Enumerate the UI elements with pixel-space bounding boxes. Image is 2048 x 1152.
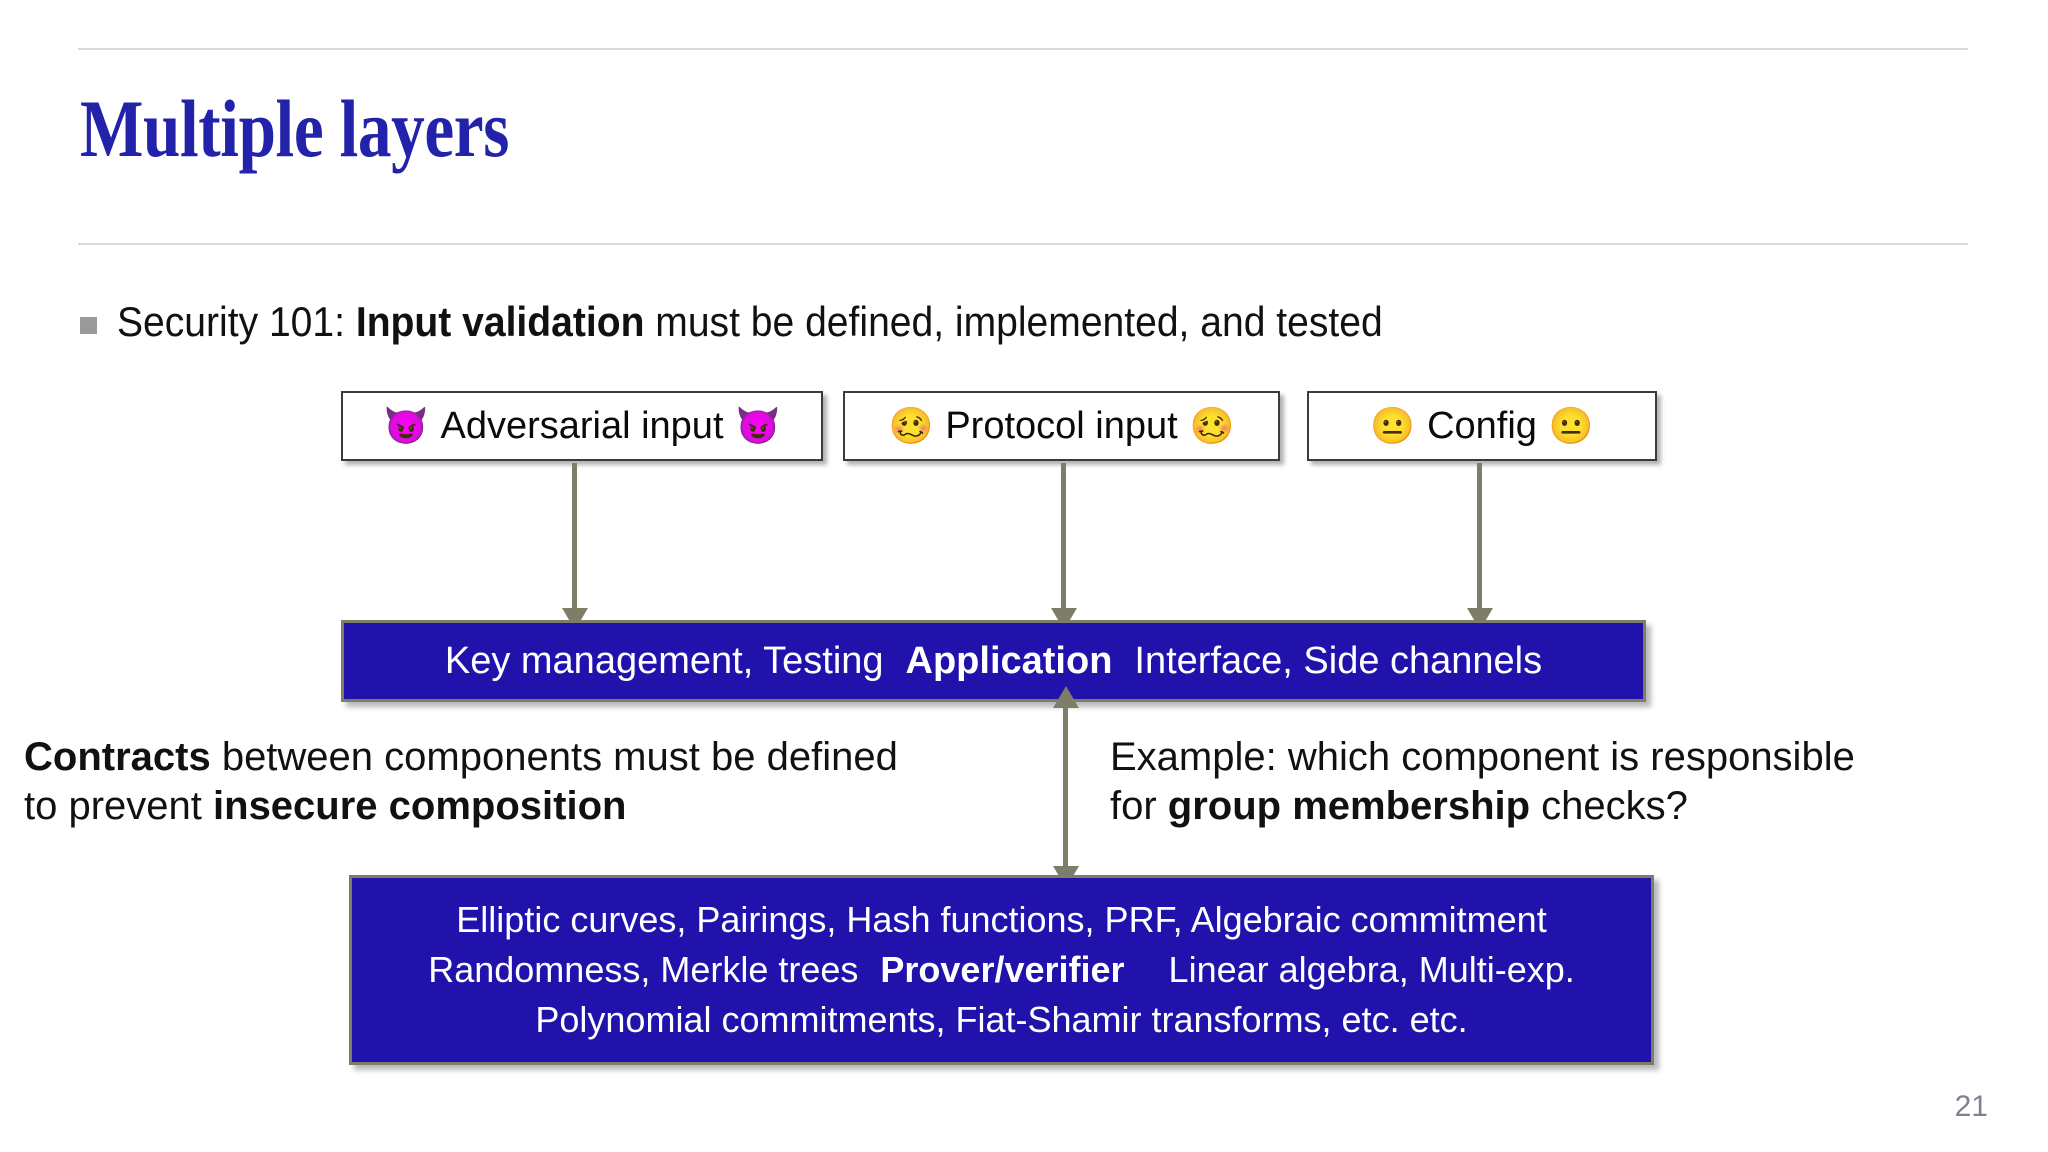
smiling-face-with-horns-icon: 😈	[383, 405, 429, 446]
input-box-adversarial[interactable]: 😈 Adversarial input 😈	[341, 391, 823, 461]
note-contracts-bold2: insecure composition	[213, 783, 627, 828]
arrow-down-icon-config	[1477, 463, 1482, 610]
input-box-protocol[interactable]: 🥴 Protocol input 🥴	[843, 391, 1280, 461]
prover-line2-left: Randomness, Merkle trees	[428, 949, 859, 991]
page-title: Multiple layers	[80, 83, 509, 174]
title-rule-bottom	[78, 243, 1968, 245]
page-number: 21	[1954, 1090, 1988, 1123]
note-contracts-line2: to prevent insecure composition	[24, 782, 898, 831]
application-layer-line: Key management, Testing Application Interf…	[445, 640, 1542, 683]
prover-layer-title: Prover/verifier	[880, 949, 1125, 991]
woozy-face-icon: 🥴	[888, 405, 934, 446]
arrow-down-icon-adversarial	[572, 463, 577, 610]
neutral-face-icon: 😐	[1370, 405, 1416, 446]
bullet-row: Security 101: Input validation must be d…	[80, 298, 1478, 346]
application-left-text: Key management, Testing	[444, 639, 884, 682]
layer-bar-prover-verifier[interactable]: Elliptic curves, Pairings, Hash function…	[349, 875, 1654, 1065]
prover-layer-line1: Elliptic curves, Pairings, Hash function…	[456, 899, 1547, 941]
note-example-line1: Example: which component is responsible	[1110, 735, 1855, 779]
prover-layer-line2: Randomness, Merkle trees Prover/verifier L…	[428, 945, 1575, 995]
input-box-config-label: Config	[1427, 404, 1537, 447]
note-example-bold1: group membership	[1167, 783, 1531, 828]
note-example-mid1: for	[1110, 783, 1168, 828]
smiling-face-with-horns-icon: 😈	[735, 405, 781, 446]
note-contracts-mid1: between components must be defined	[210, 735, 898, 779]
arrow-double-vertical-icon	[1063, 708, 1068, 866]
bullet-emphasis: Input validation	[355, 298, 645, 345]
prover-line2-right: Linear algebra, Multi-exp.	[1168, 949, 1575, 991]
square-bullet-icon	[80, 316, 97, 334]
input-box-protocol-label: Protocol input	[945, 404, 1178, 447]
note-contracts-line1: Contracts between components must be def…	[24, 733, 898, 782]
bullet-text: Security 101: Input validation must be d…	[117, 298, 1383, 346]
note-example-line2: for group membership checks?	[1110, 782, 1855, 831]
title-rule-top	[78, 48, 1968, 50]
note-example-suffix1: checks?	[1530, 783, 1688, 828]
input-box-adversarial-label: Adversarial input	[440, 404, 724, 447]
note-example: Example: which component is responsible …	[1110, 733, 1855, 831]
application-title: Application	[905, 639, 1113, 682]
note-contracts-mid2: to prevent	[24, 783, 214, 828]
layer-bar-application[interactable]: Key management, Testing Application Interf…	[341, 620, 1646, 702]
arrow-down-icon-protocol	[1061, 463, 1066, 610]
neutral-face-icon: 😐	[1548, 405, 1594, 446]
application-right-text: Interface, Side channels	[1134, 639, 1543, 682]
woozy-face-icon: 🥴	[1189, 405, 1235, 446]
bullet-suffix: must be defined, implemented, and tested	[644, 298, 1383, 345]
bullet-prefix: Security 101:	[117, 298, 356, 345]
note-contracts: Contracts between components must be def…	[24, 733, 898, 831]
note-contracts-bold1: Contracts	[24, 735, 211, 779]
input-box-config[interactable]: 😐 Config 😐	[1307, 391, 1657, 461]
prover-layer-line3: Polynomial commitments, Fiat-Shamir tran…	[535, 998, 1468, 1040]
